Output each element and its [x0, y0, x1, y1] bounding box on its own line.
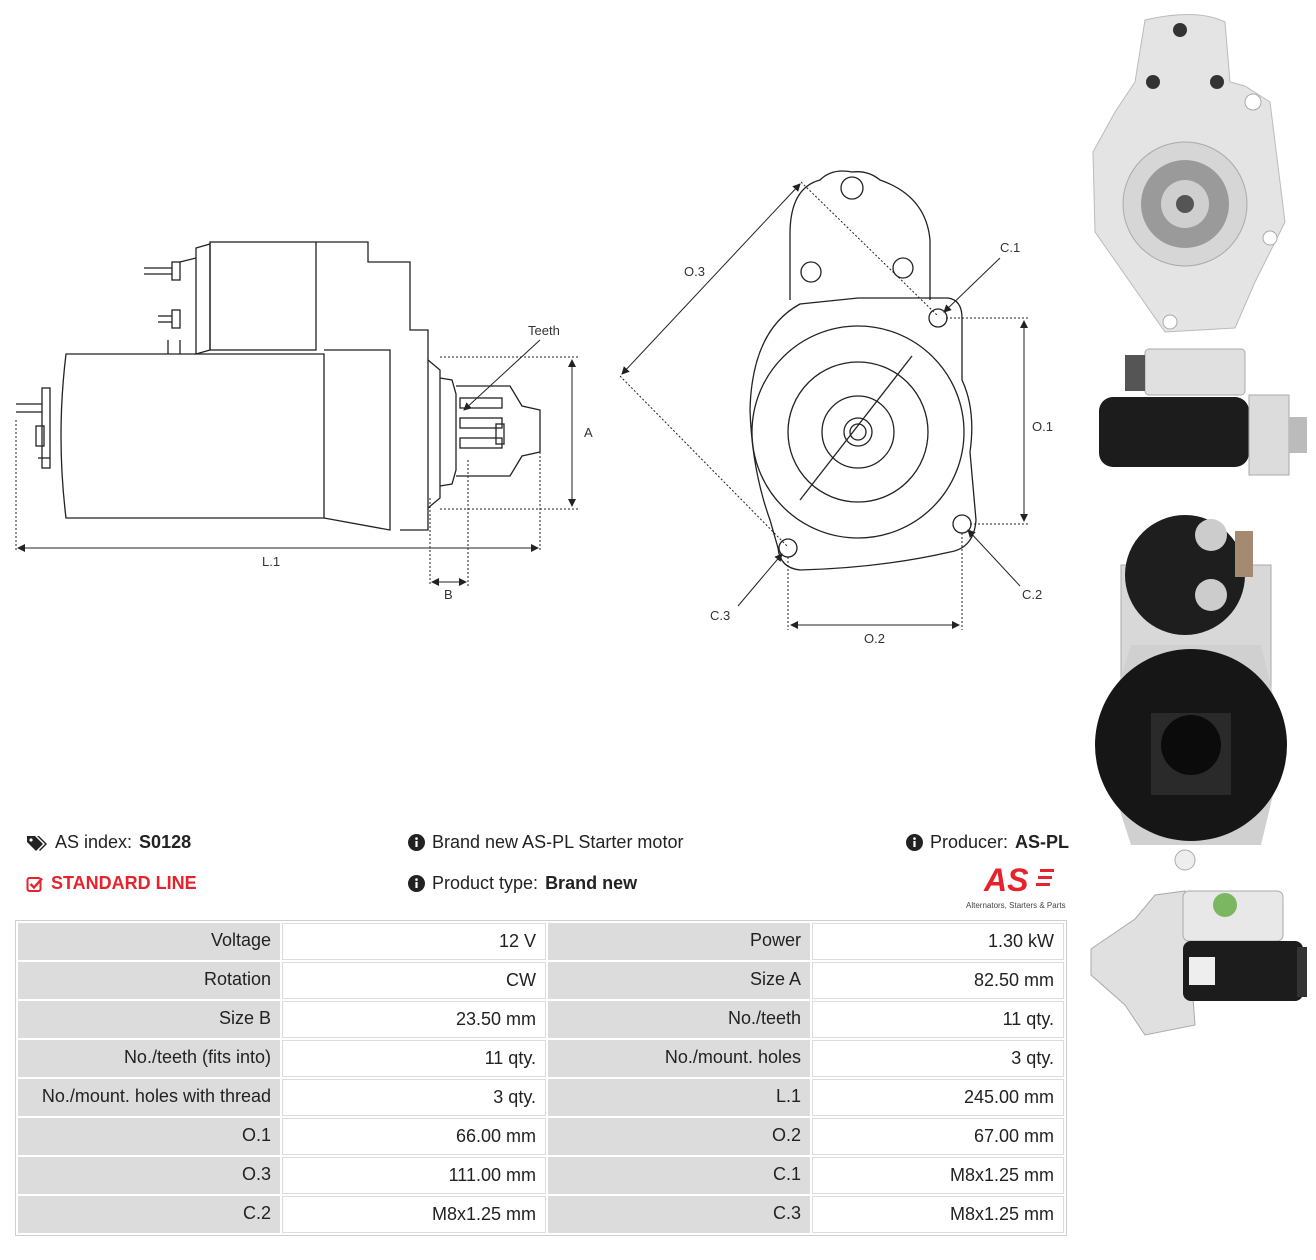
- producer-row: Producer: AS-PL: [906, 832, 1069, 853]
- spec-label: Size B: [18, 1001, 280, 1038]
- spec-value: 245.00 mm: [812, 1079, 1064, 1116]
- product-photo-front: [1092, 14, 1286, 333]
- c1-label: C.1: [1000, 240, 1020, 255]
- side-view-drawing: [16, 241, 541, 531]
- spec-value: 11 qty.: [812, 1001, 1064, 1038]
- spec-value: 11 qty.: [282, 1040, 546, 1077]
- standard-line-row: STANDARD LINE: [26, 873, 197, 894]
- logo-subtitle: Alternators, Starters & Parts: [966, 901, 1066, 910]
- front-view-dimensions: [619, 181, 1030, 630]
- spec-label: C.3: [548, 1196, 810, 1233]
- spec-value: 3 qty.: [282, 1079, 546, 1116]
- product-description: Brand new AS-PL Starter motor: [432, 832, 684, 852]
- c2-label: C.2: [1022, 587, 1042, 602]
- svg-text:AS: AS: [983, 863, 1029, 895]
- product-type-row: Product type: Brand new: [408, 873, 637, 894]
- spec-label: Voltage: [18, 923, 280, 960]
- info-icon: [408, 875, 425, 892]
- standard-line-label: STANDARD LINE: [51, 873, 197, 893]
- o3-label: O.3: [684, 264, 705, 279]
- spec-value: 1.30 kW: [812, 923, 1064, 960]
- side-view-dimensions: [15, 339, 580, 586]
- spec-label: O.3: [18, 1157, 280, 1194]
- tags-icon: [26, 834, 48, 852]
- description-row: Brand new AS-PL Starter motor: [408, 832, 683, 853]
- spec-value: 66.00 mm: [282, 1118, 546, 1155]
- spec-value: M8x1.25 mm: [812, 1157, 1064, 1194]
- spec-value: 111.00 mm: [282, 1157, 546, 1194]
- spec-value: M8x1.25 mm: [282, 1196, 546, 1233]
- spec-label: No./teeth (fits into): [18, 1040, 280, 1077]
- spec-label: No./mount. holes: [548, 1040, 810, 1077]
- check-square-icon: [26, 875, 44, 893]
- spec-label: L.1: [548, 1079, 810, 1116]
- spec-value: 12 V: [282, 923, 546, 960]
- size-b-label: B: [444, 587, 453, 602]
- as-index-row: AS index: S0128: [26, 832, 191, 853]
- technical-drawings: Teeth A B L.1 O.3 C.1 O.1 C.2 C.3: [15, 170, 1053, 646]
- as-index-value: S0128: [139, 832, 192, 852]
- product-photo-rear: [1095, 515, 1287, 871]
- spec-label: Rotation: [18, 962, 280, 999]
- product-type-value: Brand new: [545, 873, 638, 893]
- spec-label: Power: [548, 923, 810, 960]
- spec-value: 23.50 mm: [282, 1001, 546, 1038]
- o2-label: O.2: [864, 631, 885, 646]
- spec-row: No./teeth (fits into)11 qty.No./mount. h…: [18, 1040, 1064, 1077]
- spec-value: M8x1.25 mm: [812, 1196, 1064, 1233]
- size-a-label: A: [584, 425, 593, 440]
- spec-value: 82.50 mm: [812, 962, 1064, 999]
- spec-value: CW: [282, 962, 546, 999]
- product-type-label: Product type:: [432, 873, 539, 893]
- as-pl-logo: AS Alternators, Starters & Parts: [966, 862, 1070, 910]
- spec-label: O.2: [548, 1118, 810, 1155]
- spec-value: 3 qty.: [812, 1040, 1064, 1077]
- spec-label: Size A: [548, 962, 810, 999]
- o1-label: O.1: [1032, 419, 1053, 434]
- as-index-label: AS index:: [55, 832, 133, 852]
- product-photo-angle: [1090, 890, 1307, 1036]
- info-icon: [906, 834, 923, 851]
- c3-label: C.3: [710, 608, 730, 623]
- spec-label: No./mount. holes with thread: [18, 1079, 280, 1116]
- producer-label: Producer:: [930, 832, 1009, 852]
- producer-value: AS-PL: [1015, 832, 1070, 852]
- spec-label: C.2: [18, 1196, 280, 1233]
- length-l1-label: L.1: [262, 554, 280, 569]
- front-view-drawing: [749, 170, 977, 571]
- as-logo-mark: AS: [983, 862, 1054, 898]
- product-photo-side: [1099, 348, 1307, 476]
- spec-label: No./teeth: [548, 1001, 810, 1038]
- teeth-label: Teeth: [528, 323, 560, 338]
- spec-value: 67.00 mm: [812, 1118, 1064, 1155]
- info-icon: [408, 834, 425, 851]
- spec-label: O.1: [18, 1118, 280, 1155]
- spec-label: C.1: [548, 1157, 810, 1194]
